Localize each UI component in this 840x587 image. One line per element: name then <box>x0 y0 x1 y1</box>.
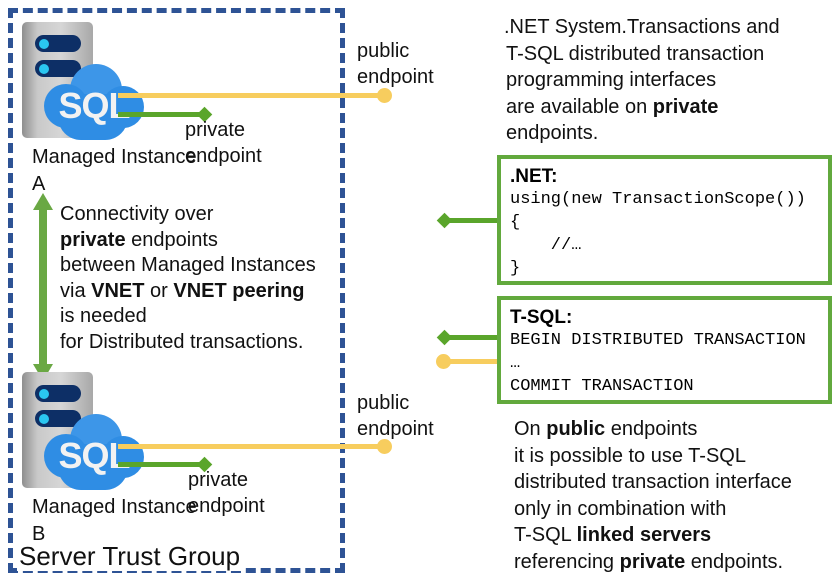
tsql-box-public-connector-terminator <box>436 354 451 369</box>
bottom-note-line-5-pre: T-SQL <box>514 524 577 546</box>
public-endpoint-connector-b <box>118 444 386 449</box>
bottom-note-line-6-pre: referencing <box>514 550 620 573</box>
connectivity-line-5: is needed <box>60 305 147 327</box>
connectivity-line-2-rest: endpoints <box>125 228 218 251</box>
public-endpoint-label-b: public endpoint <box>357 392 434 440</box>
top-note-line-1: .NET System.Transactions and <box>504 16 780 38</box>
public-endpoint-label-a: public endpoint <box>357 40 434 88</box>
server-trust-group-label: Server Trust Group <box>17 541 243 571</box>
tsql-code-body: BEGIN DISTRIBUTED TRANSACTION … COMMIT T… <box>510 331 806 396</box>
server-drive-bay-icon <box>35 385 81 402</box>
dotnet-code-title: .NET: <box>510 166 558 187</box>
top-note-line-4-bold: private <box>652 95 719 118</box>
top-note-line-4-pre: are available on <box>506 95 653 118</box>
connectivity-line-2-bold: private <box>60 228 126 251</box>
managed-instance-b: SQL Managed Instance B <box>18 372 228 552</box>
bottom-note-line-1-bold: public <box>546 418 606 440</box>
bottom-note-line-1-post: endpoints <box>605 418 698 440</box>
public-endpoint-terminator-a <box>377 88 392 103</box>
bottom-note-line-2: it is possible to use T-SQL <box>514 444 746 467</box>
bottom-note-line-4: only in combination with <box>514 497 727 520</box>
connectivity-line-1: Connectivity over <box>60 203 214 225</box>
tsql-box-public-connector <box>448 359 500 364</box>
connectivity-note: Connectivity over private endpoints betw… <box>60 202 350 355</box>
sql-cloud-icon: SQL <box>44 64 144 142</box>
connectivity-line-4-bold-1: VNET <box>91 279 145 302</box>
public-endpoint-terminator-b <box>377 439 392 454</box>
dotnet-code-box: .NET: using(new TransactionScope()) { //… <box>497 155 832 285</box>
server-drive-bay-icon <box>35 35 81 52</box>
connectivity-line-4-pre: via <box>60 279 92 302</box>
connectivity-line-6: for Distributed transactions. <box>60 330 304 353</box>
connectivity-line-4-bold-2: VNET peering <box>173 279 305 302</box>
managed-instance-a-caption: Managed Instance A <box>32 146 197 195</box>
connectivity-line-3: between Managed Instances <box>60 254 316 276</box>
public-endpoint-connector-a <box>118 93 386 98</box>
private-endpoint-connector-b <box>118 462 208 467</box>
managed-instance-a: SQL Managed Instance A <box>18 22 228 202</box>
dotnet-availability-note: .NET System.Transactions and T-SQL distr… <box>504 14 836 147</box>
dotnet-code-body: using(new TransactionScope()) { //… } <box>510 190 806 278</box>
bottom-note-line-6-post: endpoints. <box>685 550 784 573</box>
private-connectivity-double-arrow <box>32 193 54 381</box>
bottom-note-line-1-pre: On <box>514 418 547 440</box>
bottom-note-line-5-bold: linked servers <box>576 524 712 546</box>
dotnet-box-connector-terminator <box>436 212 453 229</box>
tsql-code-title: T-SQL: <box>510 307 573 328</box>
connectivity-line-4-mid: or <box>144 279 174 302</box>
tsql-box-private-connector-terminator <box>436 329 453 346</box>
server-led-icon <box>39 38 49 49</box>
top-note-line-5: endpoints. <box>506 122 599 144</box>
private-endpoint-label-a: private endpoint <box>185 119 262 167</box>
server-drive-bay-icon <box>35 60 81 77</box>
server-led-icon <box>39 388 49 399</box>
managed-instance-b-caption: Managed Instance B <box>32 496 197 545</box>
tsql-box-private-connector <box>448 335 500 340</box>
server-led-icon <box>39 413 49 424</box>
dotnet-box-connector <box>448 218 500 223</box>
server-drive-bay-icon <box>35 410 81 427</box>
top-note-line-2: T-SQL distributed transaction <box>506 42 765 65</box>
bottom-note-line-6-bold: private <box>619 550 686 573</box>
sql-cloud-icon: SQL <box>44 414 144 492</box>
bottom-note-line-3: distributed transaction interface <box>514 471 792 493</box>
server-led-icon <box>39 63 49 74</box>
private-endpoint-connector-a <box>118 112 208 117</box>
sql-badge-label: SQL <box>58 85 130 126</box>
private-endpoint-label-b: private endpoint <box>188 469 265 517</box>
sql-badge-label: SQL <box>58 435 130 476</box>
public-endpoint-limitation-note: On public endpoints it is possible to us… <box>514 416 840 575</box>
tsql-code-box: T-SQL: BEGIN DISTRIBUTED TRANSACTION … C… <box>497 296 832 404</box>
top-note-line-3: programming interfaces <box>506 69 717 91</box>
